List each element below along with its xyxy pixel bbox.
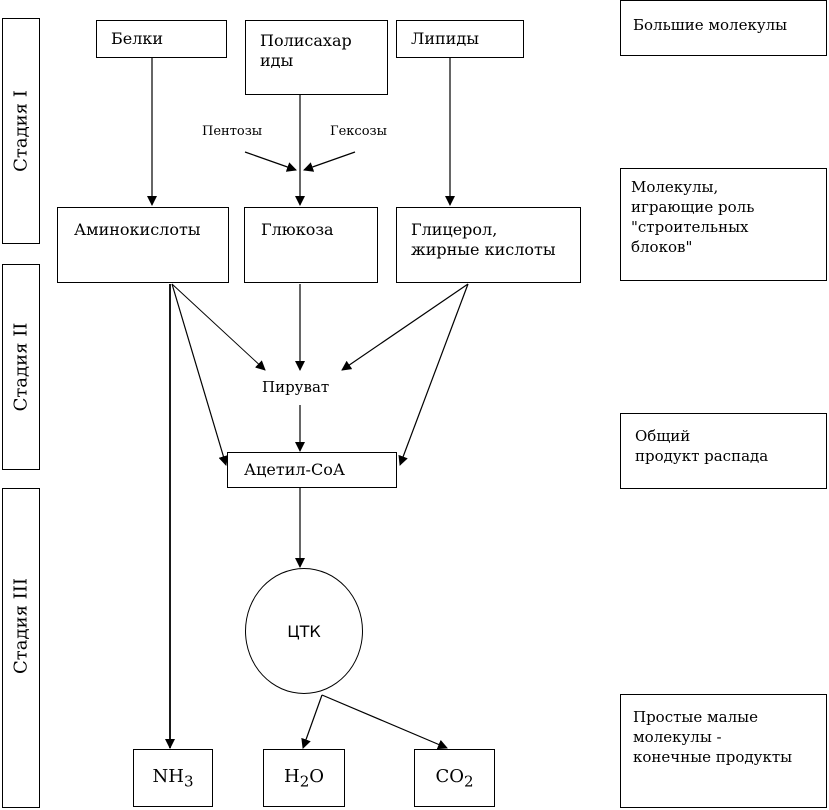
arrow-glycerol-acetylcoa	[398, 283, 469, 466]
proteins-box: Белки	[96, 20, 227, 58]
pyruvate-label: Пируват	[262, 378, 330, 396]
stage-1-bar	[2, 18, 40, 244]
legend-large-molecules: Большие молекулы	[620, 0, 827, 56]
h2o-text: H	[283, 766, 300, 787]
acetyl-coa-label: Ацетил-СоА	[244, 460, 345, 479]
arrow-aminoacids-pyruvate	[171, 283, 266, 371]
tca-circle: ЦТК	[245, 568, 363, 694]
co2-text: CO	[435, 766, 464, 787]
glucose-label: Глюкоза	[261, 220, 334, 239]
legend-large-text: Большие молекулы	[633, 16, 788, 34]
lipids-box: Липиды	[396, 20, 524, 58]
arrow-glycerol-pyruvate	[341, 283, 469, 371]
legend-simple-text: Простые малые молекулы - конечные продук…	[633, 708, 793, 766]
legend-common-product: Общий продукт распада	[620, 413, 827, 489]
nh3-text: NH	[152, 766, 184, 787]
glucose-box: Глюкоза	[244, 207, 378, 283]
h2o-subscript: 2	[299, 772, 310, 791]
acetyl-coa-box: Ацетил-СоА	[227, 452, 397, 488]
arrow-tca-h2o	[301, 694, 323, 749]
glycerol-box: Глицерол, жирные кислоты	[396, 207, 581, 283]
amino-acids-box: Аминокислоты	[57, 207, 229, 283]
tca-label: ЦТК	[287, 622, 321, 641]
amino-acids-label: Аминокислоты	[74, 220, 201, 239]
stage-2-bar	[2, 264, 40, 470]
legend-simple-molecules: Простые малые молекулы - конечные продук…	[620, 694, 827, 808]
legend-building-blocks: Молекулы, играющие роль "строительных бл…	[620, 168, 827, 281]
proteins-label: Белки	[111, 29, 164, 48]
hexoses-label: Гексозы	[330, 124, 387, 139]
stage-3-label: Стадия III	[10, 578, 32, 674]
arrow-tca-co2	[321, 694, 448, 750]
stage-2-label: Стадия II	[10, 322, 32, 412]
stage-3-bar	[2, 488, 40, 808]
nh3-subscript: 3	[183, 772, 194, 791]
nh3-box: NH3	[133, 749, 213, 807]
co2-box: CO2	[414, 749, 495, 807]
h2o-box: H2O	[263, 749, 345, 807]
glycerol-label: Глицерол, жирные кислоты	[411, 220, 556, 259]
legend-building-text: Молекулы, играющие роль "строительных бл…	[631, 178, 755, 256]
arrow-pentoses-glucose	[244, 151, 297, 172]
arrow-hexoses-glucose	[303, 151, 356, 172]
lipids-label: Липиды	[411, 29, 479, 48]
arrow-aminoacids-acetylcoa	[171, 283, 229, 466]
pentoses-label: Пентозы	[202, 124, 263, 139]
polysaccharides-label: Полисахар иды	[260, 31, 352, 70]
stage-1-label: Стадия I	[10, 90, 32, 172]
h2o-text-rest: O	[309, 766, 324, 787]
polysaccharides-box: Полисахар иды	[245, 20, 388, 95]
co2-subscript: 2	[463, 772, 474, 791]
legend-common-text: Общий продукт распада	[635, 427, 769, 465]
